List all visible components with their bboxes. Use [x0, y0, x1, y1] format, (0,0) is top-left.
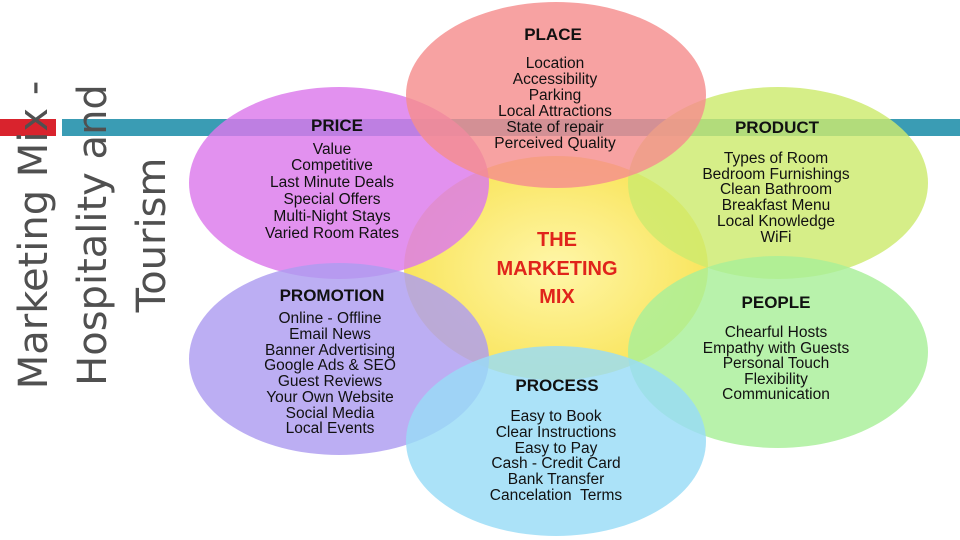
petal-promotion-title: PROMOTION [280, 286, 385, 305]
petal-place-circle [406, 2, 706, 188]
petal-process-item: Cancelation Terms [490, 487, 623, 504]
petal-process-title: PROCESS [515, 376, 598, 395]
center-line-2: MARKETING [496, 258, 617, 280]
petal-promotion-item: Local Events [286, 420, 375, 437]
petal-place-item: Local Attractions [498, 103, 612, 120]
petal-process-item: Bank Transfer [508, 471, 605, 488]
petal-price-item: Competitive [291, 157, 373, 174]
petal-promotion-item: Banner Advertising [265, 342, 395, 359]
petal-people-item: Communication [722, 386, 830, 403]
petal-promotion-item: Social Media [286, 405, 375, 422]
petal-place-item: Parking [529, 87, 582, 104]
petal-people-item: Chearful Hosts [725, 324, 828, 341]
petal-product-item: Types of Room [724, 150, 828, 167]
petal-place-item: Perceived Quality [494, 135, 616, 152]
petal-product-item: Clean Bathroom [720, 181, 832, 198]
center-line-1: THE [537, 229, 577, 251]
petal-price-item: Multi-Night Stays [273, 208, 390, 225]
petal-product-item: Local Knowledge [717, 213, 835, 230]
petal-product-item: WiFi [761, 229, 792, 246]
petal-price-item: Special Offers [283, 191, 380, 208]
petal-price: PRICE Value Competitive Last Minute Deal… [265, 116, 399, 242]
center-label: THE MARKETING MIX [496, 229, 617, 308]
petal-price-title: PRICE [311, 116, 363, 135]
petal-product-title: PRODUCT [735, 118, 820, 137]
petal-process-item: Clear Instructions [496, 424, 617, 441]
center-line-3: MIX [539, 286, 575, 308]
petal-product-item: Bedroom Furnishings [702, 166, 850, 183]
petal-people-item: Empathy with Guests [703, 340, 850, 357]
petal-place: PLACE Location Accessibility Parking Loc… [494, 25, 616, 152]
accent-bar-red [0, 119, 56, 136]
petal-place-title: PLACE [524, 25, 582, 44]
petal-process-item: Easy to Pay [515, 440, 598, 457]
petal-product: PRODUCT Types of Room Bedroom Furnishing… [702, 118, 850, 246]
petal-promotion-item: Guest Reviews [278, 373, 382, 390]
petal-process: PROCESS Easy to Book Clear Instructions … [490, 376, 623, 504]
petal-process-circle [406, 346, 706, 536]
petal-place-item: Location [526, 55, 585, 72]
petal-people-item: Personal Touch [723, 355, 830, 372]
petal-price-item: Last Minute Deals [270, 174, 394, 191]
petal-people-item: Flexibility [744, 371, 808, 388]
petal-price-item: Varied Room Rates [265, 225, 399, 242]
petal-process-item: Cash - Credit Card [491, 455, 620, 472]
petal-promotion-item: Your Own Website [266, 389, 394, 406]
petal-product-item: Breakfast Menu [722, 197, 831, 214]
petal-promotion-item: Google Ads & SEO [264, 357, 396, 374]
petal-promotion-item: Email News [289, 326, 371, 343]
petal-price-circle [189, 87, 489, 279]
petal-place-item: Accessibility [513, 71, 598, 88]
petal-promotion: PROMOTION Online - Offline Email News Ba… [264, 286, 396, 437]
petal-promotion-item: Online - Offline [278, 310, 381, 327]
petal-people-title: PEOPLE [742, 293, 811, 312]
petal-place-item: State of repair [506, 119, 603, 136]
petal-people: PEOPLE Chearful Hosts Empathy with Guest… [703, 293, 850, 403]
petal-price-item: Value [313, 141, 352, 158]
petal-product-circle [628, 87, 928, 279]
petal-process-item: Easy to Book [510, 408, 602, 425]
petal-people-circle [628, 256, 928, 448]
petal-promotion-circle [189, 263, 489, 455]
